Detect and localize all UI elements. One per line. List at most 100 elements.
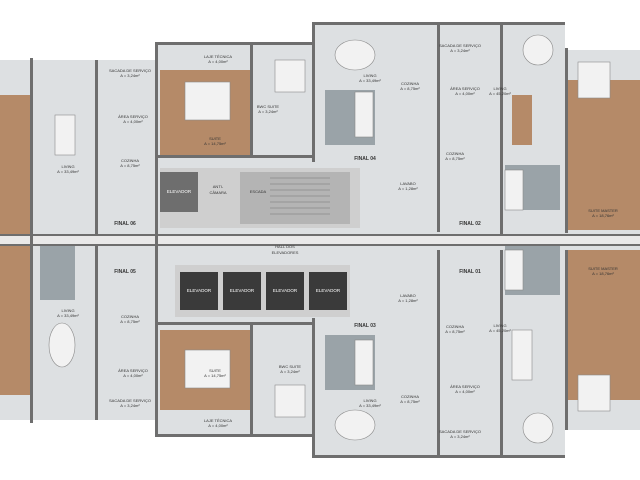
label-area-servico-left-bottom: ÁREA SERVIÇO [118, 368, 148, 373]
dining-table-right-bottom [511, 329, 533, 381]
label-living-right-bottom-area: A = 45,20m² [489, 328, 511, 333]
label-living-left-bottom-area: A = 33,49m² [57, 313, 79, 318]
sofa-center [354, 339, 374, 386]
label-living-bottom: LIVING [363, 398, 376, 403]
core [160, 168, 360, 317]
label-area-servico-right-bottom-area: A = 4,00m² [455, 389, 475, 394]
label-lavabo-top: LAVABO [400, 181, 415, 186]
label-cozinha-left-top: COZINHA [121, 158, 139, 163]
label-cozinha-right-bottom: COZINHA [446, 324, 464, 329]
label-lavabo-bottom-area: A = 1,28m² [398, 298, 418, 303]
round-chair-top [522, 34, 554, 66]
label-hall-1: HALL DOS [275, 244, 295, 249]
room-labels: FINAL 04 FINAL 02 FINAL 01 FINAL 03 FINA… [57, 43, 618, 439]
label-living-right-bottom: LIVING [493, 323, 506, 328]
elevator-3 [266, 272, 304, 310]
label-bwc-top-area: A = 3,24m² [258, 109, 278, 114]
label-final-05: FINAL 05 [114, 269, 136, 275]
label-hall-2: ELEVADORES [272, 250, 299, 255]
bed-bottom-right [274, 384, 306, 418]
label-laje-bottom: LAJE TÉCNICA [204, 418, 232, 423]
label-bwc-bottom: BWC SUITE [279, 364, 302, 369]
label-living-right-top-area: A = 45,20m² [489, 91, 511, 96]
bed-top-right [274, 59, 306, 93]
label-laje-bottom-area: A = 4,00m² [208, 423, 228, 428]
label-cozinha-bottom: COZINHA [401, 394, 419, 399]
wood-floors [0, 70, 640, 410]
label-cozinha-left-bottom: COZINHA [121, 314, 139, 319]
sofa-center-top [354, 91, 374, 138]
sofa-right-top [504, 169, 524, 211]
label-suite-master-top-area: A = 18,76m² [592, 213, 614, 218]
sofa-right-bottom [504, 249, 524, 291]
dining-table-left-top [54, 114, 76, 156]
label-laje-top-area: A = 4,00m² [208, 59, 228, 64]
bed-right-bottom [577, 374, 611, 412]
label-area-servico-right-top-area: A = 4,00m² [455, 91, 475, 96]
label-cozinha-top-area: A = 8,75m² [400, 86, 420, 91]
label-living-left-top-area: A = 33,49m² [57, 169, 79, 174]
label-living-bottom-area: A = 33,49m² [359, 403, 381, 408]
label-sacada-left-top-area: A = 3,24m² [120, 73, 140, 78]
label-cozinha-right-top-area: A = 8,75m² [445, 156, 465, 161]
label-elevador-1: ELEVADOR [187, 288, 212, 293]
label-sacada-left-top: SACADA DE SERVIÇO [109, 68, 151, 73]
stair-core [240, 172, 350, 224]
label-final-03: FINAL 03 [354, 323, 376, 329]
label-final-06: FINAL 06 [114, 221, 136, 227]
label-living-left-top: LIVING [61, 164, 74, 169]
label-anti-camara-1: ANTI- [213, 184, 224, 189]
label-suite-master-bottom-area: A = 18,76m² [592, 271, 614, 276]
label-area-servico-right-bottom: ÁREA SERVIÇO [450, 384, 480, 389]
label-laje-top: LAJE TÉCNICA [204, 54, 232, 59]
label-final-01: FINAL 01 [459, 269, 481, 275]
label-escada: ESCADA [250, 189, 267, 194]
label-living-left-bottom: LIVING [61, 308, 74, 313]
label-elevador-4: ELEVADOR [316, 288, 341, 293]
bed-top [184, 81, 231, 121]
label-cozinha-right-bottom-area: A = 8,75m² [445, 329, 465, 334]
label-suite-bottom-area: A = 14,75m² [204, 373, 226, 378]
label-elevador-3: ELEVADOR [273, 288, 298, 293]
elevator-2 [223, 272, 261, 310]
round-chair-bottom [522, 412, 554, 444]
elevator-1 [180, 272, 218, 310]
label-lavabo-top-area: A = 1,28m² [398, 186, 418, 191]
label-suite-top-area: A = 14,75m² [204, 141, 226, 146]
label-area-servico-left-top-area: A = 4,00m² [123, 119, 143, 124]
label-living-top: LIVING [363, 73, 376, 78]
label-suite-master-bottom: SUITE MASTER [588, 266, 618, 271]
label-living-top-area: A = 33,49m² [359, 78, 381, 83]
label-suite-top: SUITE [209, 136, 221, 141]
label-final-02: FINAL 02 [459, 221, 481, 227]
dining-table-right-top [512, 95, 532, 145]
label-bwc-bottom-area: A = 3,24m² [280, 369, 300, 374]
label-anti-camara-2: CÂMARA [209, 190, 226, 195]
dining-table-bottom [334, 409, 376, 441]
label-living-right-top: LIVING [493, 86, 506, 91]
label-cozinha-right-top: COZINHA [446, 151, 464, 156]
label-area-servico-right-top: ÁREA SERVIÇO [450, 86, 480, 91]
label-lavabo-bottom: LAVABO [400, 293, 415, 298]
label-cozinha-left-top-area: A = 8,75m² [120, 163, 140, 168]
label-bwc-top: BWC SUITE [257, 104, 280, 109]
bed-bottom [184, 349, 231, 389]
elevator-4 [309, 272, 347, 310]
bed-right-top [577, 61, 611, 99]
label-sacada-right-top: SACADA DE SERVIÇO [439, 43, 481, 48]
label-sacada-right-top-area: A = 3,24m² [450, 48, 470, 53]
label-elevador-2: ELEVADOR [230, 288, 255, 293]
furniture [48, 34, 611, 444]
label-final-04: FINAL 04 [354, 156, 376, 162]
label-cozinha-top: COZINHA [401, 81, 419, 86]
label-elevador-top: ELEVADOR [167, 189, 192, 194]
label-suite-master-top: SUITE MASTER [588, 208, 618, 213]
dining-table-left [48, 322, 76, 368]
label-sacada-right-bottom: SACADA DE SERVIÇO [439, 429, 481, 434]
label-cozinha-left-bottom-area: A = 8,75m² [120, 319, 140, 324]
dining-table-top [334, 39, 376, 71]
label-area-servico-left-top: ÁREA SERVIÇO [118, 114, 148, 119]
label-sacada-left-bottom-area: A = 3,24m² [120, 403, 140, 408]
walls [0, 22, 640, 458]
